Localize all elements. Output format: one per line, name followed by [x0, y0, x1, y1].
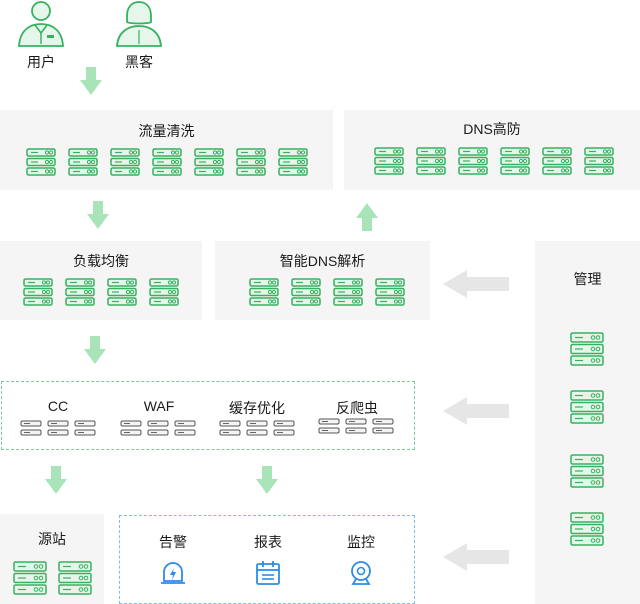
hacker-icon — [114, 0, 164, 48]
webcam-icon — [348, 560, 374, 586]
smart-dns-panel: 智能DNS解析 — [215, 241, 430, 320]
down-arrow — [87, 201, 109, 229]
module-label: 缓存优化 — [229, 400, 285, 416]
server-icon — [20, 420, 42, 436]
server-rack-icon — [333, 278, 363, 306]
server-rack-icon — [249, 278, 279, 306]
down-arrow — [84, 336, 106, 364]
server-rack-icon — [278, 148, 308, 176]
panel-title: 负载均衡 — [73, 253, 129, 269]
server-rack-icon — [110, 148, 140, 176]
origin-panel: 源站 — [0, 514, 104, 604]
server-rack-icon — [23, 278, 53, 306]
ops-group: 告警 报表 监控 — [119, 515, 415, 604]
alarm-icon — [160, 560, 186, 586]
server-rack-icon — [458, 147, 488, 175]
protection-group: CC WAF 缓存优化 反爬虫 — [1, 381, 415, 450]
user-icon — [16, 0, 66, 48]
panel-title: DNS高防 — [463, 121, 521, 137]
module-label: 报表 — [254, 534, 282, 550]
server-rack-icon — [570, 512, 604, 546]
traffic-scrubbing-panel: 流量清洗 — [0, 110, 333, 190]
server-rack-icon — [374, 147, 404, 175]
module-label: 告警 — [159, 534, 187, 550]
load-balance-panel: 负载均衡 — [0, 241, 202, 320]
server-rack-icon — [570, 390, 604, 424]
panel-title: 管理 — [573, 271, 602, 287]
server-rack-icon — [13, 561, 47, 595]
server-group — [26, 148, 316, 178]
down-arrow — [256, 466, 278, 494]
server-icon — [147, 420, 169, 436]
module-label: CC — [47, 398, 69, 414]
server-rack-icon — [375, 278, 405, 306]
server-group — [318, 418, 398, 436]
server-rack-icon — [152, 148, 182, 176]
module-label: 监控 — [347, 534, 375, 550]
server-icon — [174, 420, 196, 436]
server-rack-icon — [542, 147, 572, 175]
left-arrow — [443, 270, 509, 303]
hacker-label: 黑客 — [125, 54, 153, 70]
server-group — [120, 420, 200, 438]
server-icon — [318, 418, 340, 434]
server-icon — [246, 420, 268, 436]
module-label: WAF — [143, 398, 175, 414]
server-rack-icon — [149, 278, 179, 306]
server-rack-icon — [58, 561, 92, 595]
server-rack-icon — [236, 148, 266, 176]
server-rack-icon — [584, 147, 614, 175]
left-arrow — [443, 397, 509, 430]
server-rack-icon — [416, 147, 446, 175]
left-arrow — [443, 543, 509, 576]
down-arrow — [45, 466, 67, 494]
server-rack-icon — [500, 147, 530, 175]
server-rack-icon — [107, 278, 137, 306]
server-rack-icon — [570, 454, 604, 488]
server-rack-icon — [291, 278, 321, 306]
server-icon — [47, 420, 69, 436]
up-arrow — [356, 203, 378, 231]
hacker-actor: 黑客 — [114, 0, 164, 70]
dns-defense-panel: DNS高防 — [344, 110, 640, 190]
server-group — [374, 147, 624, 177]
server-icon — [372, 418, 394, 434]
module-label: 反爬虫 — [336, 400, 378, 416]
down-arrow — [80, 67, 102, 95]
server-icon — [74, 420, 96, 436]
server-icon — [120, 420, 142, 436]
user-actor: 用户 — [16, 0, 66, 70]
panel-title: 智能DNS解析 — [279, 253, 366, 269]
calendar-report-icon — [255, 560, 281, 586]
management-panel: 管理 — [535, 241, 640, 604]
server-rack-icon — [68, 148, 98, 176]
server-rack-icon — [26, 148, 56, 176]
user-label: 用户 — [27, 54, 55, 70]
server-group — [20, 420, 100, 438]
server-icon — [219, 420, 241, 436]
server-icon — [273, 420, 295, 436]
panel-title: 流量清洗 — [138, 123, 195, 139]
panel-title: 源站 — [38, 531, 66, 547]
server-group — [219, 420, 299, 438]
server-rack-icon — [65, 278, 95, 306]
server-group — [23, 278, 183, 308]
server-icon — [345, 418, 367, 434]
server-group — [249, 278, 409, 308]
server-rack-icon — [570, 332, 604, 366]
server-rack-icon — [194, 148, 224, 176]
